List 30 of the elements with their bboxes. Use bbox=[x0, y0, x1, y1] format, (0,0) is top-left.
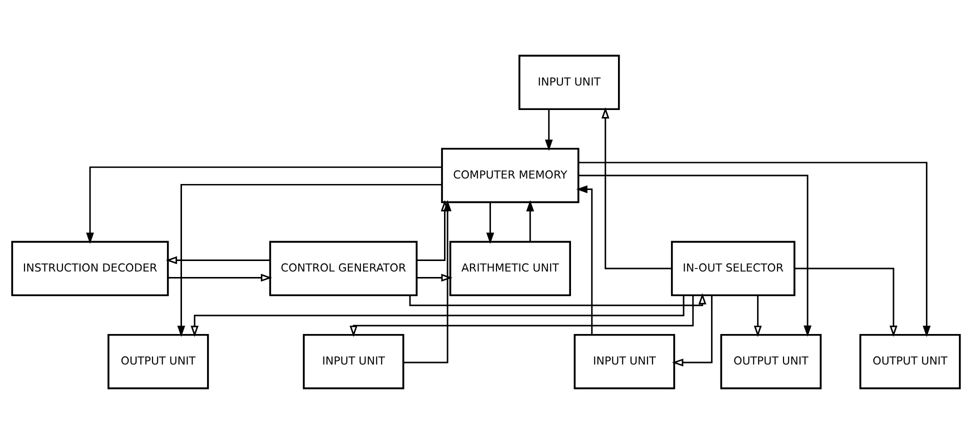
arrow bbox=[672, 295, 713, 366]
arrow bbox=[794, 268, 898, 337]
node-box: OUTPUT UNIT bbox=[859, 334, 961, 390]
arrow bbox=[601, 107, 672, 270]
node-box: OUTPUT UNIT bbox=[720, 334, 822, 390]
arrow bbox=[168, 274, 272, 282]
node-box: INPUT UNIT bbox=[574, 334, 676, 390]
node-box: INPUT UNIT bbox=[518, 54, 620, 110]
arrow bbox=[166, 256, 270, 264]
arrow bbox=[754, 295, 762, 337]
arrow bbox=[416, 200, 449, 261]
node-box: COMPUTER MEMORY bbox=[441, 148, 580, 204]
arrow bbox=[544, 109, 553, 151]
arrow bbox=[416, 274, 452, 282]
node-box: ARITHMETIC UNIT bbox=[449, 240, 571, 296]
arrow bbox=[409, 293, 706, 306]
arrow bbox=[486, 202, 494, 244]
node-box: OUTPUT UNIT bbox=[108, 334, 209, 390]
arrow bbox=[190, 295, 684, 338]
node-box: IN-OUT SELECTOR bbox=[670, 240, 796, 296]
node-box: INPUT UNIT bbox=[302, 334, 404, 390]
node-box: INSTRUCTION DECODER bbox=[11, 240, 169, 296]
arrow bbox=[526, 200, 534, 242]
node-box: CONTROL GENERATOR bbox=[269, 240, 418, 296]
arrow bbox=[177, 184, 442, 337]
arrow bbox=[86, 166, 442, 244]
arrow bbox=[576, 185, 593, 335]
arrow bbox=[350, 295, 694, 337]
arrow bbox=[578, 162, 931, 337]
arrow bbox=[578, 174, 812, 337]
